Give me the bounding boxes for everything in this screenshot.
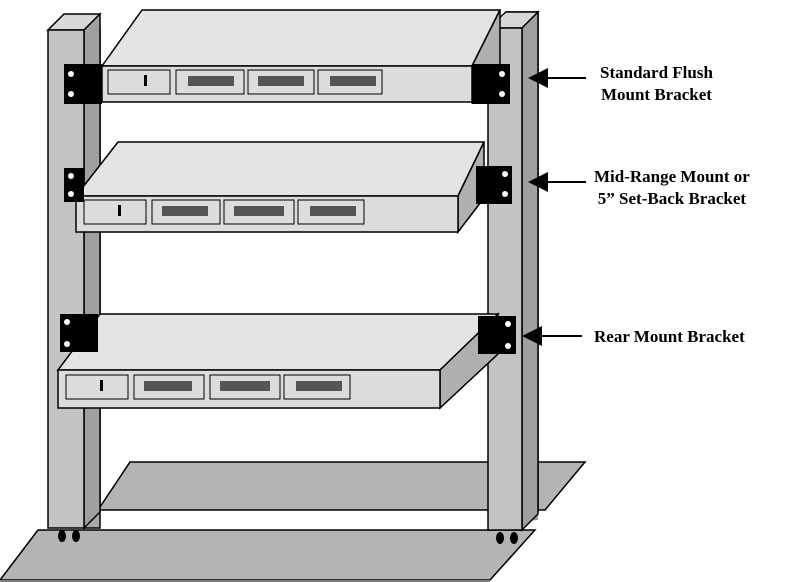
- arrow-standard: [528, 68, 586, 88]
- bracket-middle-left: [64, 168, 84, 202]
- right-front-post: [486, 10, 540, 544]
- rear-base-plate: [96, 461, 587, 511]
- bracket-top-right: [472, 64, 510, 104]
- rack-unit-top: [100, 9, 502, 104]
- label-midrange-line2: 5” Set-Back Bracket: [597, 189, 747, 208]
- rack-unit-bottom: [56, 312, 500, 410]
- label-rear-mount: Rear Mount Bracket: [594, 326, 745, 348]
- label-standard-flush-mount: Standard Flush Mount Bracket: [600, 62, 713, 106]
- label-rear-line1: Rear Mount Bracket: [594, 327, 745, 346]
- rack-unit-middle: [74, 141, 486, 235]
- label-standard-line2: Mount Bracket: [600, 85, 712, 104]
- label-midrange-line1: Mid-Range Mount or: [594, 167, 750, 186]
- bracket-top-left: [64, 64, 102, 104]
- arrow-midrange: [528, 172, 586, 192]
- arrow-rear: [522, 326, 582, 346]
- bracket-bottom-right: [478, 316, 516, 354]
- label-standard-line1: Standard Flush: [600, 63, 713, 82]
- base-plate: [0, 529, 537, 582]
- label-midrange-mount: Mid-Range Mount or 5” Set-Back Bracket: [594, 166, 750, 210]
